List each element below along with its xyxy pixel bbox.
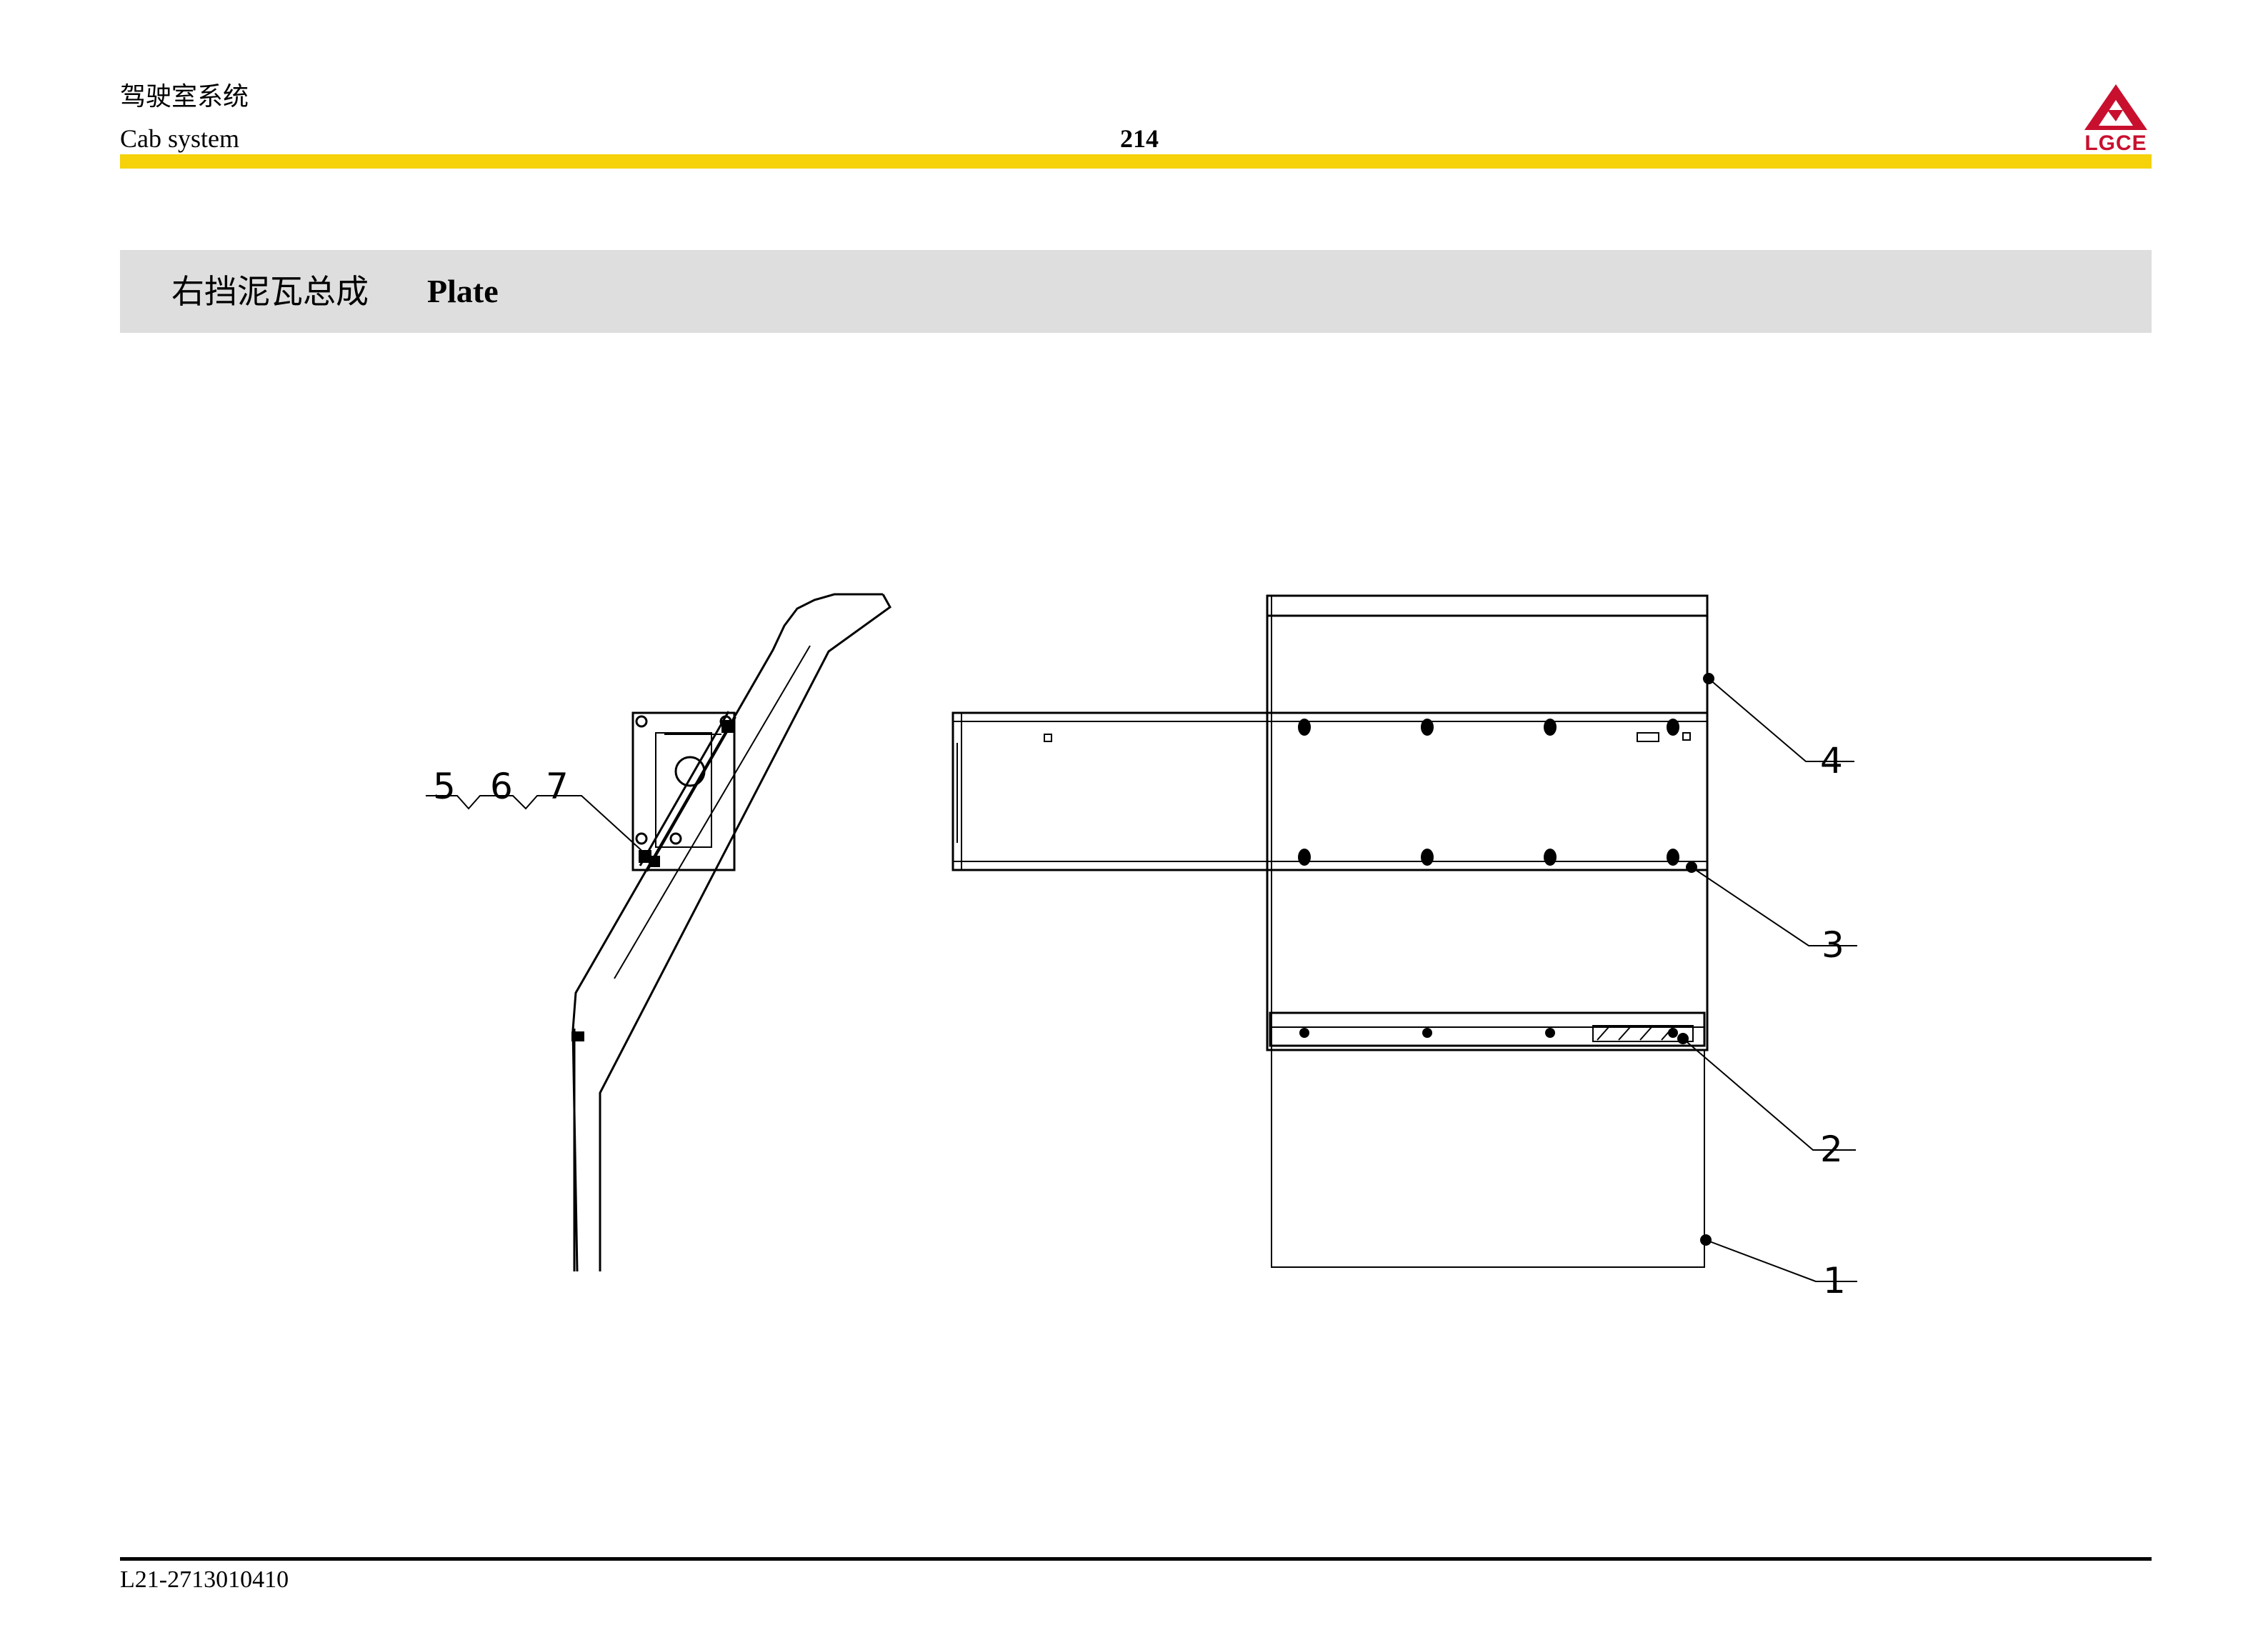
callout-1: 1 bbox=[1823, 1260, 1846, 1301]
callout-5: 5 bbox=[433, 766, 456, 807]
callout-4: 4 bbox=[1820, 740, 1843, 781]
footer-divider bbox=[120, 1557, 2152, 1561]
header-divider-bar bbox=[120, 154, 2152, 169]
callout-3: 3 bbox=[1822, 924, 1844, 966]
callout-7: 7 bbox=[546, 766, 569, 807]
upper-panel-part-4 bbox=[1266, 594, 1709, 1051]
logo-text: LGCE bbox=[2084, 131, 2147, 155]
bolt-heads bbox=[1298, 719, 1679, 1038]
fender-arm-outline-front bbox=[599, 594, 891, 1271]
mounting-bracket-plate bbox=[631, 711, 736, 871]
section-title-en: Cab system bbox=[120, 124, 239, 153]
company-logo: LGCE bbox=[2079, 81, 2153, 157]
section-title-cn: 驾驶室系统 bbox=[120, 82, 249, 111]
assembly-title-cn: 右挡泥瓦总成 bbox=[171, 272, 369, 311]
callout-2: 2 bbox=[1820, 1129, 1843, 1170]
fender-arm-outline-back bbox=[571, 593, 883, 1272]
clamp-strip-part-2 bbox=[1269, 1011, 1706, 1047]
front-view bbox=[951, 594, 1857, 1282]
mud-flap-part-1 bbox=[1271, 1049, 1705, 1268]
logo-mark-icon bbox=[2084, 84, 2147, 130]
part-code: L21-2713010410 bbox=[120, 1566, 289, 1593]
page-number: 214 bbox=[1120, 124, 1159, 153]
horizontal-beam-part-3 bbox=[951, 711, 1709, 871]
side-view bbox=[426, 593, 891, 1272]
callout-6: 6 bbox=[490, 766, 513, 807]
assembly-title-en: Plate bbox=[427, 273, 499, 309]
title-bar: 右挡泥瓦总成 Plate bbox=[120, 250, 2152, 333]
